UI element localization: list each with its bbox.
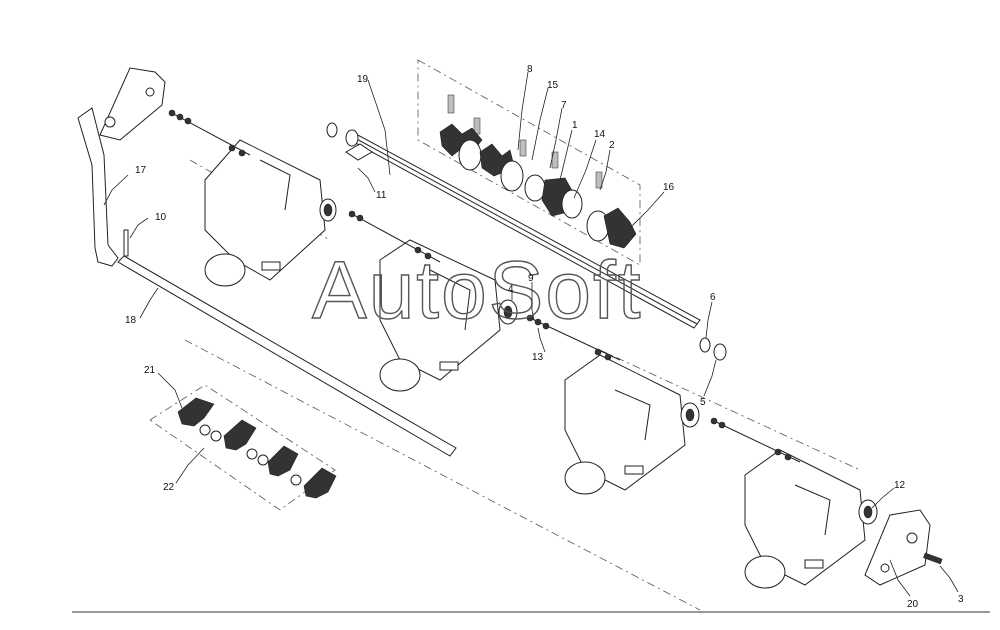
housing-mid-right [564, 354, 686, 495]
callout-4: 4 [508, 284, 514, 295]
callout-22: 22 [163, 482, 175, 493]
callout-7: 7 [561, 100, 567, 111]
callout-1: 1 [572, 120, 578, 131]
bolt-3 [923, 552, 943, 565]
callout-17: 17 [135, 165, 147, 176]
sprocket-group [439, 94, 637, 249]
callout-5: 5 [700, 397, 706, 408]
leader-lines [103, 71, 959, 597]
callout-14: 14 [594, 129, 606, 140]
callout-3: 3 [958, 594, 964, 605]
callout-10: 10 [155, 212, 167, 223]
callout-16: 16 [663, 182, 675, 193]
callout-18: 18 [125, 315, 137, 326]
callout-21: 21 [144, 365, 156, 376]
bearings [319, 198, 878, 525]
housing-right [744, 449, 866, 589]
latch-group [177, 397, 337, 499]
assembly-outlines [149, 59, 861, 611]
callout-12: 12 [894, 480, 906, 491]
housing-mid-left [379, 239, 501, 392]
callout-13: 13 [532, 352, 544, 363]
callout-19: 19 [357, 74, 369, 85]
callout-11: 11 [376, 190, 387, 201]
pin-10 [123, 229, 129, 257]
shaft-19 [345, 133, 701, 329]
lever-17 [77, 107, 119, 267]
callout-20: 20 [907, 599, 919, 610]
callout-9: 9 [528, 273, 534, 284]
callout-8: 8 [527, 64, 533, 75]
left-side-plate [99, 67, 166, 141]
bolt-stacks [168, 109, 801, 463]
callout-2: 2 [609, 140, 615, 151]
right-side-plate-20 [864, 509, 931, 586]
shaft-18 [117, 255, 457, 457]
housing-left [204, 139, 326, 287]
callout-labels: 17 10 18 21 22 19 11 8 15 7 1 14 2 16 4 … [125, 64, 964, 610]
watermark-text: AutoSoft [312, 245, 643, 336]
callout-15: 15 [547, 80, 559, 91]
callout-6: 6 [710, 292, 716, 303]
washers [326, 122, 727, 361]
